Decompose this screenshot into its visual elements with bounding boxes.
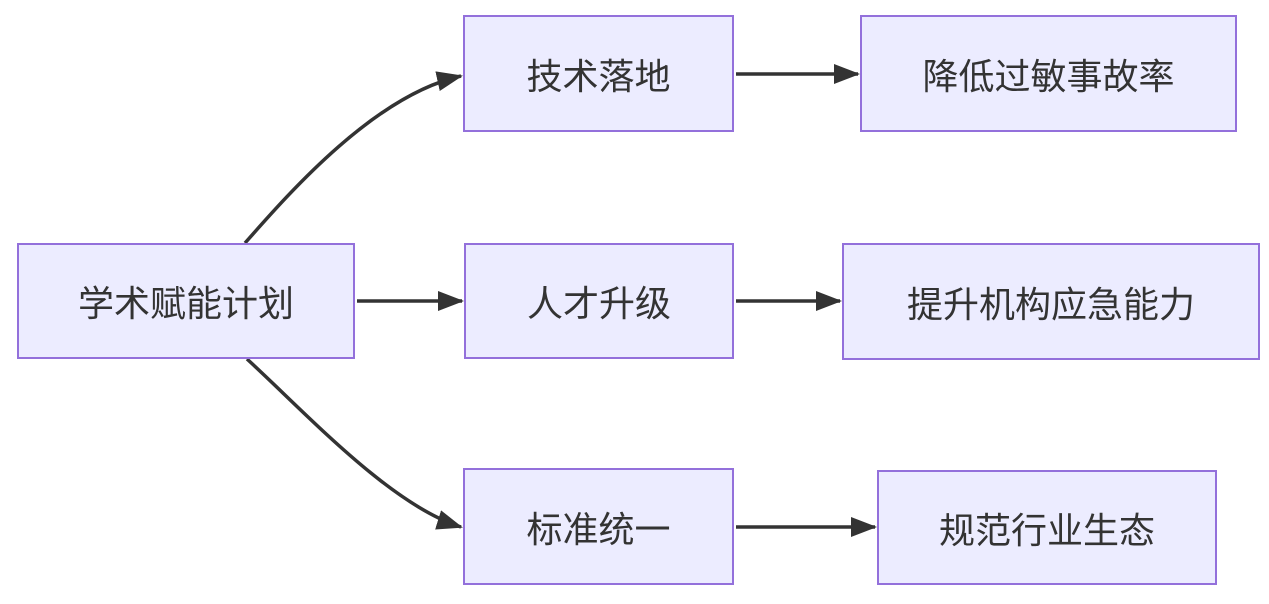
- node-root-label: 学术赋能计划: [77, 283, 294, 324]
- node-outcome-tech-label: 降低过敏事故率: [922, 55, 1175, 97]
- edge-root-to-standard: [245, 357, 463, 530]
- node-standard: 标准统一: [463, 468, 734, 585]
- node-tech: 技术落地: [463, 15, 734, 132]
- node-outcome-tech: 降低过敏事故率: [860, 15, 1237, 132]
- node-talent-label: 人才升级: [526, 283, 671, 324]
- node-root: 学术赋能计划: [17, 243, 355, 359]
- node-outcome-talent-label: 提升机构应急能力: [906, 283, 1195, 325]
- node-outcome-standard-label: 规范行业生态: [938, 509, 1155, 551]
- node-outcome-standard: 规范行业生态: [877, 470, 1217, 585]
- node-outcome-talent: 提升机构应急能力: [842, 243, 1260, 360]
- node-talent: 人才升级: [464, 243, 734, 359]
- edge-root-to-tech: [243, 71, 463, 245]
- node-tech-label: 技术落地: [526, 55, 671, 97]
- node-standard-label: 标准统一: [526, 508, 671, 550]
